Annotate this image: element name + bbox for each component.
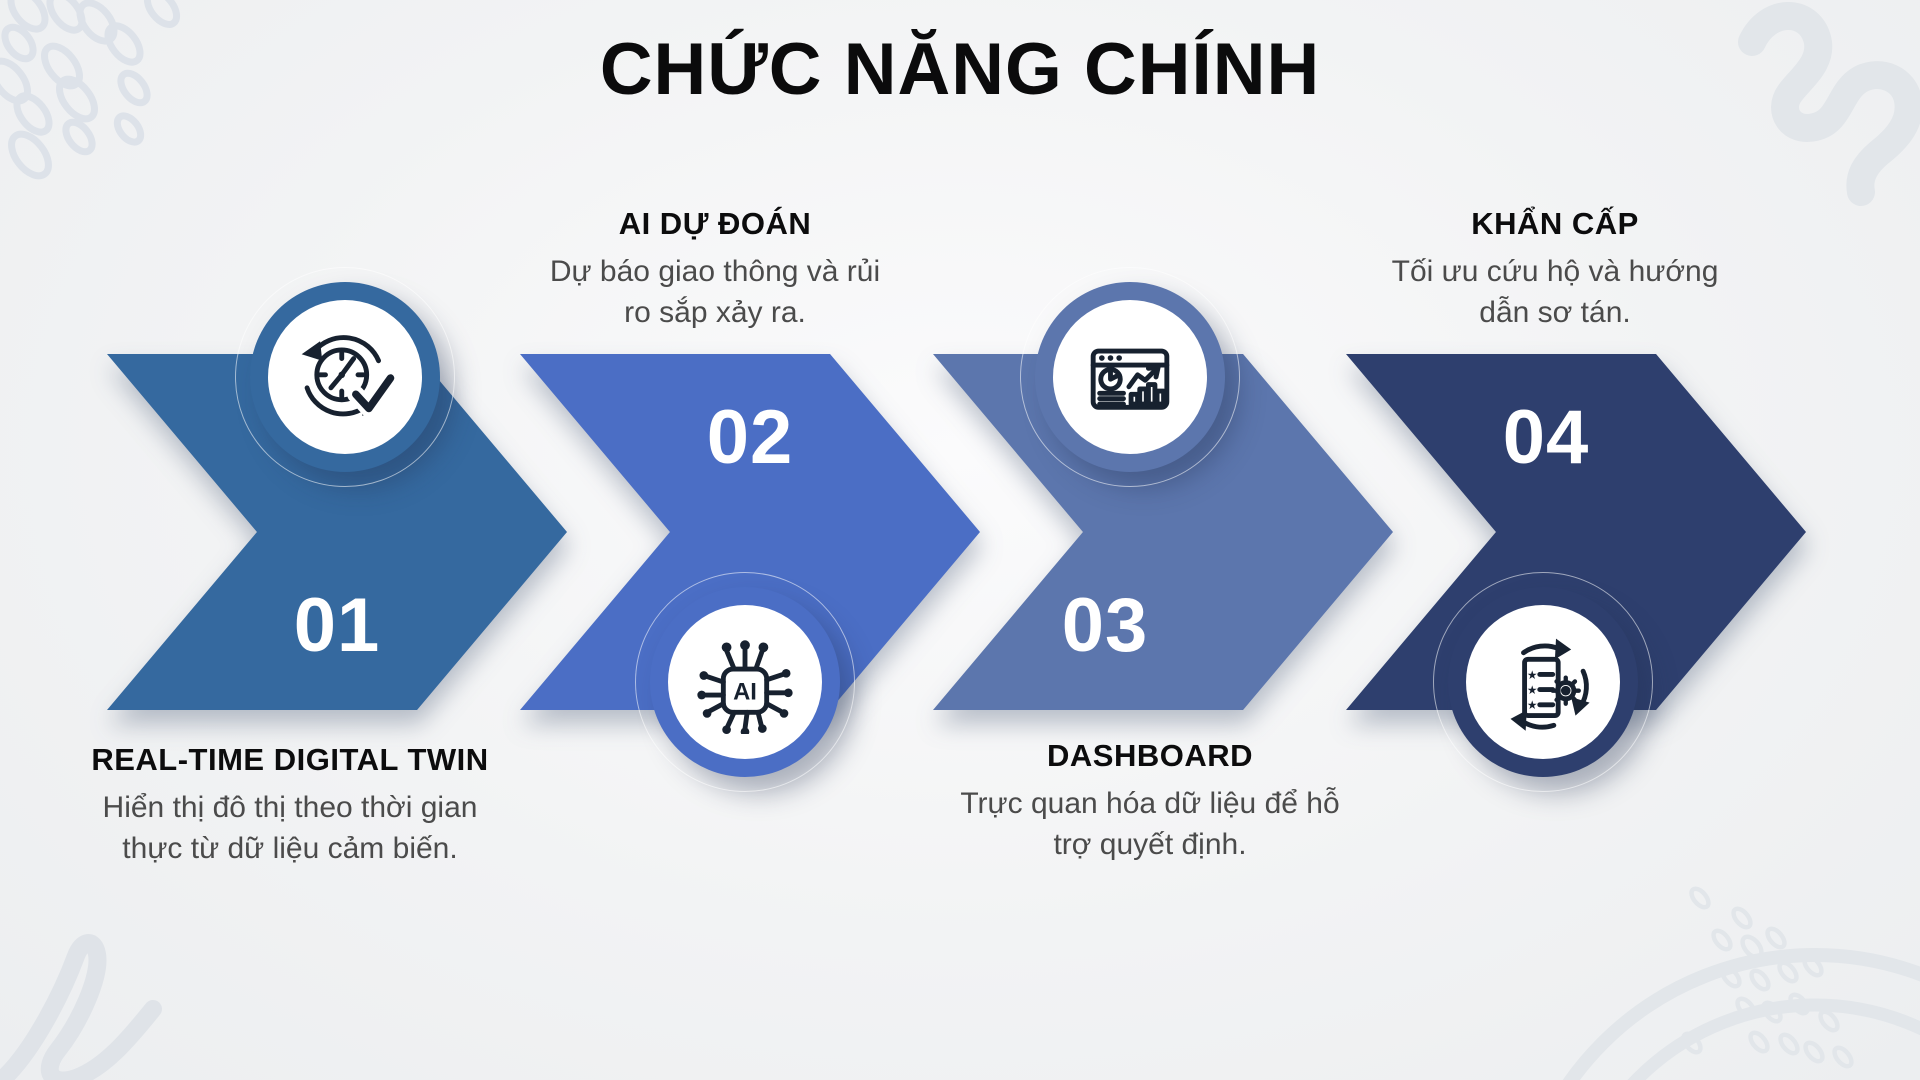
icon-badge-3-inner [1053, 300, 1207, 454]
step-3-text: DASHBOARD Trực quan hóa dữ liệu để hỗ tr… [935, 736, 1365, 865]
step-number-4: 04 [1502, 395, 1590, 480]
rings-dots-decoration [1562, 886, 1920, 1080]
step-2-text: AI DỰ ĐOÁN Dự báo giao thông và rủi ro s… [500, 204, 930, 333]
step-3-heading: DASHBOARD [1047, 738, 1253, 773]
icon-badge-4-inner: ★ ★ ★ [1466, 605, 1620, 759]
step-3-description: Trực quan hóa dữ liệu để hỗ trợ quyết đị… [960, 787, 1340, 861]
emergency-process-icon: ★ ★ ★ [1510, 638, 1590, 731]
step-1-heading: REAL-TIME DIGITAL TWIN [91, 742, 489, 777]
dashboard-analytics-icon [1090, 348, 1170, 410]
icon-badge-1-inner [268, 300, 422, 454]
step-4-text: KHẨN CẤP Tối ưu cứu hộ và hướng dẫn sơ t… [1340, 204, 1770, 333]
icon-badge-2-inner: AI [668, 605, 822, 759]
svg-text:★: ★ [1527, 698, 1538, 712]
realtime-clock-check-icon [301, 335, 397, 418]
icon-badge-1 [235, 267, 455, 487]
step-number-3: 03 [1061, 583, 1149, 668]
step-4-heading: KHẨN CẤP [1471, 206, 1639, 241]
step-number-2: 02 [706, 395, 794, 480]
step-2-heading: AI DỰ ĐOÁN [618, 206, 812, 241]
svg-text:★: ★ [1527, 668, 1538, 682]
icon-badge-3 [1020, 267, 1240, 487]
step-1-text: REAL-TIME DIGITAL TWIN Hiển thị đô thị t… [75, 740, 505, 869]
icon-badge-4: ★ ★ ★ [1433, 572, 1653, 792]
svg-text:★: ★ [1527, 683, 1538, 697]
step-2-description: Dự báo giao thông và rủi ro sắp xảy ra. [549, 255, 881, 329]
step-number-1: 01 [293, 583, 381, 668]
ai-chip-icon: AI [697, 640, 793, 734]
svg-text:AI: AI [733, 678, 757, 705]
icon-badge-2: AI [635, 572, 855, 792]
step-4-description: Tối ưu cứu hộ và hướng dẫn sơ tán. [1391, 255, 1719, 329]
script-loop-decoration [0, 934, 162, 1080]
page-title: CHỨC NĂNG CHÍNH [599, 29, 1321, 110]
step-1-description: Hiển thị đô thị theo thời gian thực từ d… [102, 791, 478, 865]
